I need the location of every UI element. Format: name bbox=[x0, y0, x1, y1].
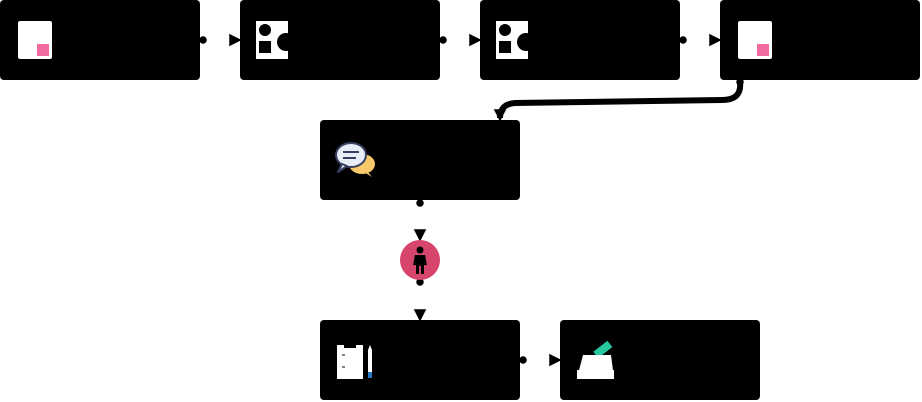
ballot-box-icon bbox=[577, 340, 614, 379]
document-pink-icon bbox=[18, 21, 52, 59]
clipboard-pencil-icon bbox=[337, 343, 372, 379]
node-label bbox=[790, 0, 912, 80]
connector-return-path bbox=[497, 81, 744, 119]
person-icon bbox=[413, 246, 427, 274]
node-label bbox=[390, 320, 512, 400]
connector-start-dot bbox=[439, 36, 447, 44]
connector-arrowhead bbox=[469, 33, 482, 47]
node-label bbox=[310, 0, 432, 80]
node-label bbox=[550, 0, 672, 80]
node-label bbox=[390, 120, 512, 200]
node-shapes-2[interactable] bbox=[480, 0, 680, 80]
connector-start-dot bbox=[519, 356, 527, 364]
connector-start-dot bbox=[416, 199, 424, 207]
connector-arrowhead bbox=[549, 353, 562, 367]
connector-start-dot bbox=[199, 36, 207, 44]
node-doc-2[interactable] bbox=[720, 0, 920, 80]
connector-arrowhead bbox=[413, 229, 427, 242]
connector-start-dot bbox=[679, 36, 687, 44]
node-shapes-1[interactable] bbox=[240, 0, 440, 80]
node-chat[interactable] bbox=[320, 120, 520, 200]
connector-arrowhead bbox=[493, 109, 507, 122]
node-label bbox=[630, 320, 752, 400]
node-doc-1[interactable] bbox=[0, 0, 200, 80]
connector-arrowhead bbox=[413, 309, 427, 322]
node-ballot[interactable] bbox=[560, 320, 760, 400]
chat-bubbles-icon bbox=[335, 142, 375, 177]
node-label bbox=[70, 0, 192, 80]
node-checklist[interactable] bbox=[320, 320, 520, 400]
connector-arrowhead bbox=[709, 33, 722, 47]
shapes-icon bbox=[496, 21, 535, 59]
connector-arrowhead bbox=[229, 33, 242, 47]
document-pink-icon bbox=[738, 21, 772, 59]
shapes-icon bbox=[256, 21, 295, 59]
decision-person-node[interactable] bbox=[400, 240, 440, 280]
